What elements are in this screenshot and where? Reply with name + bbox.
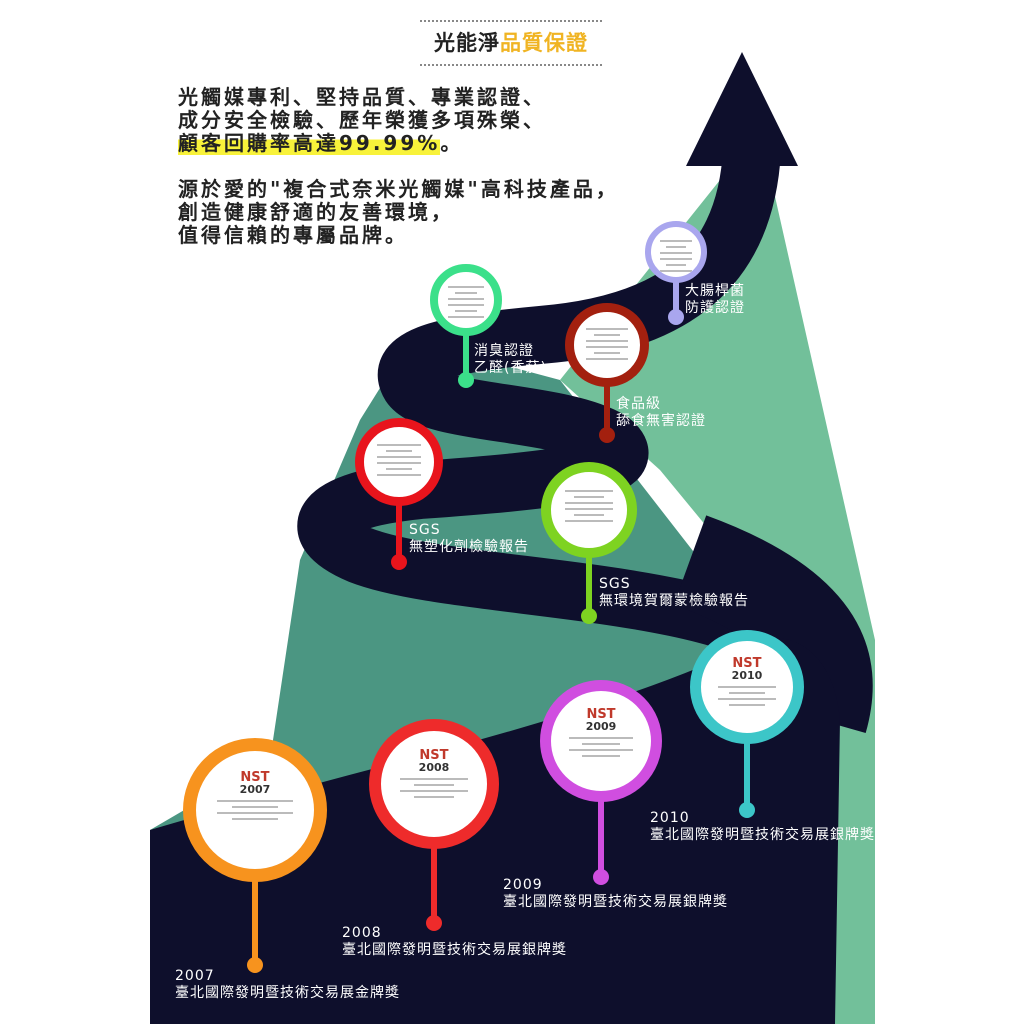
intro-line: 值得信賴的專屬品牌。 xyxy=(178,223,408,247)
pin-label-line2: 舔食無害認證 xyxy=(616,413,706,429)
intro-line: 成分安全檢驗、歷年榮獲多項殊榮、 xyxy=(178,108,546,132)
pin-stick xyxy=(396,462,402,562)
pin-stick xyxy=(604,345,610,435)
pin-label-line2: 無塑化劑檢驗報告 xyxy=(409,539,529,555)
pin-label-line1: 食品級 xyxy=(616,396,661,412)
cert-year: 2008 xyxy=(418,761,450,775)
pin-label-line2: 臺北國際發明暨技術交易展銀牌獎 xyxy=(503,894,728,910)
intro-line: 。 xyxy=(440,131,464,155)
intro-text: 光觸媒專利、堅持品質、專業認證、 成分安全檢驗、歷年榮獲多項殊榮、 顧客回購率高… xyxy=(178,86,619,247)
pin-dot xyxy=(247,957,263,973)
pin-label: 大腸桿菌防護認證 xyxy=(685,283,745,317)
cert-logo: NST xyxy=(240,770,270,786)
pin-label-line1: 大腸桿菌 xyxy=(685,283,745,299)
cert-year: 2009 xyxy=(585,720,617,733)
page-title: 光能淨品質保證 xyxy=(420,20,602,66)
pin-label-line1: 2007 xyxy=(175,968,215,984)
pin-label-line1: 2010 xyxy=(650,810,690,826)
pin-label-line1: SGS xyxy=(409,522,441,538)
pin-dot xyxy=(581,608,597,624)
pin-dot xyxy=(599,427,615,443)
pin-stick xyxy=(463,300,469,380)
certificate-image[interactable] xyxy=(541,462,637,558)
pin-dot xyxy=(426,915,442,931)
certificate-image[interactable] xyxy=(355,418,443,506)
title-brand: 光能淨 xyxy=(434,31,500,55)
arrow-head-icon xyxy=(686,52,798,166)
pin-label-line2: 無環境賀爾蒙檢驗報告 xyxy=(599,593,749,609)
pin-stick xyxy=(744,687,750,810)
road-lower xyxy=(150,638,840,1024)
pin-stick xyxy=(598,741,604,877)
pin-dot xyxy=(458,372,474,388)
cert-logo: NST xyxy=(419,748,449,764)
pin-dot xyxy=(391,554,407,570)
pin-label-line2: 乙醛(香菸) xyxy=(474,360,547,376)
certificate-image[interactable] xyxy=(565,303,649,387)
pin-dot xyxy=(668,309,684,325)
title-quality: 品質保證 xyxy=(500,31,588,55)
pin-stick xyxy=(586,510,592,616)
pin-stick xyxy=(252,810,258,965)
pin-label-line1: 2009 xyxy=(503,877,543,893)
pin-label-line1: 2008 xyxy=(342,925,382,941)
pin-label-line2: 防護認證 xyxy=(685,300,745,316)
certificate-image[interactable] xyxy=(645,221,707,283)
certificate-image[interactable] xyxy=(430,264,502,336)
pin-label-line2: 臺北國際發明暨技術交易展金牌獎 xyxy=(175,985,400,1001)
pin-dot xyxy=(739,802,755,818)
pin-label-line2: 臺北國際發明暨技術交易展銀牌獎 xyxy=(342,942,567,958)
pin-dot xyxy=(593,869,609,885)
pin-label: 食品級舔食無害認證 xyxy=(616,396,706,430)
pin-stick xyxy=(431,784,437,923)
cert-year: 2010 xyxy=(731,668,763,682)
intro-highlight: 顧客回購率高達99.99% xyxy=(178,131,441,155)
cert-logo: NST xyxy=(732,655,762,671)
pin-label-line1: SGS xyxy=(599,576,631,592)
cert-logo: NST xyxy=(586,707,616,722)
intro-line: 光觸媒專利、堅持品質、專業認證、 xyxy=(178,85,546,109)
intro-line: 創造健康舒適的友善環境， xyxy=(178,200,454,224)
intro-line: 源於愛的"複合式奈米光觸媒"高科技產品， xyxy=(178,177,619,201)
pin-label-line2: 臺北國際發明暨技術交易展銀牌獎 xyxy=(650,827,875,843)
pin-label: 消臭認證乙醛(香菸) xyxy=(474,343,547,377)
pin-stick xyxy=(673,252,679,317)
cert-year: 2007 xyxy=(239,783,271,797)
pin-label-line1: 消臭認證 xyxy=(474,343,534,359)
